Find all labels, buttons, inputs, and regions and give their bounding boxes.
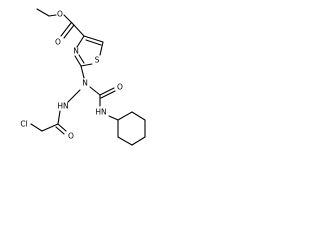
atom-thiazole-n: N — [73, 47, 79, 56]
bond-ring-2 — [131, 111, 146, 121]
bond-c2-central-n — [80, 65, 85, 79]
bond-hn-acyl — [57, 110, 61, 125]
bond-c4-c5-a — [83, 35, 104, 43]
bond-carbonyl-o-right-a — [99, 87, 115, 96]
bond-ethyl-o — [48, 14, 57, 17]
bond-central-n-hn — [67, 89, 81, 103]
bond-ch2-cl — [30, 123, 43, 132]
bond-carboxyl-double-o-a — [60, 22, 72, 37]
bond-c2-n-b — [78, 54, 85, 64]
bond-c5-s — [99, 41, 104, 56]
bond-o-carboxyl — [63, 14, 73, 24]
bond-carbonyl-o-right-b — [100, 90, 116, 99]
bond-ring-5 — [117, 136, 133, 146]
bond-c2-n-a — [74, 55, 82, 67]
atom-hydrazide-nh: HN — [57, 102, 68, 111]
bond-s-c2 — [80, 63, 93, 67]
chemical-structure: O O N S N HN O HN O Cl — [20, 8, 146, 146]
atom-labels: O O N S N HN O HN O Cl — [20, 10, 123, 141]
atom-chlorine: Cl — [20, 120, 27, 129]
atom-central-n: N — [82, 79, 88, 88]
bond-carboxyl-ring — [71, 22, 85, 37]
bond-ethyl-ch3 — [36, 8, 50, 17]
bond-ring-4 — [131, 136, 146, 146]
bond-carboxyl-double-o-b — [63, 24, 75, 39]
bond-ring-1 — [117, 111, 133, 121]
atom-carbonyl-o-left: O — [68, 132, 74, 141]
atom-ester-o-single: O — [57, 10, 63, 19]
atom-carbonyl-o-right: O — [117, 83, 123, 92]
bonds — [30, 8, 146, 146]
atom-thiazole-s: S — [95, 56, 100, 65]
atom-ester-o-double: O — [55, 38, 61, 47]
bond-acyl-ch2 — [41, 123, 59, 132]
atom-amide-nh: HN — [95, 108, 106, 117]
bond-c4-c5-b — [85, 39, 102, 46]
bond-acyl-o-left-b — [55, 126, 65, 135]
bond-n-c4 — [76, 35, 85, 48]
bond-acyl-o-left-a — [57, 123, 67, 132]
bond-nh-cyclohexyl — [108, 115, 119, 121]
bond-central-n-carbonyl — [89, 86, 101, 96]
